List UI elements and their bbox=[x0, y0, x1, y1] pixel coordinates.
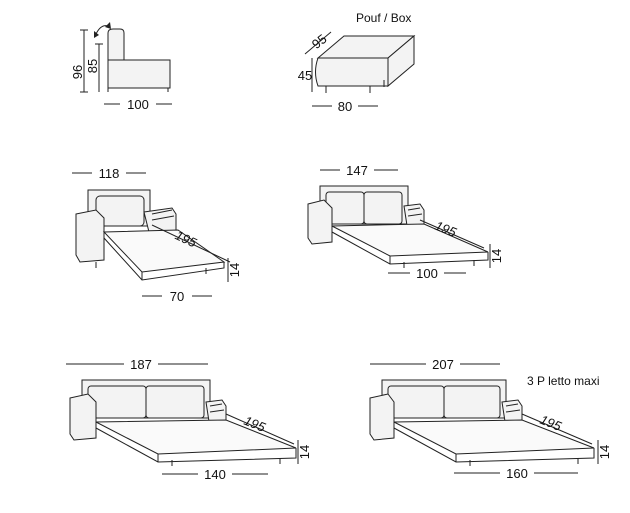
single-height: 14 bbox=[227, 263, 242, 277]
double-mattress: 100 bbox=[416, 266, 438, 281]
double-height: 14 bbox=[489, 249, 504, 263]
sofa-depth: 100 bbox=[127, 97, 149, 112]
sofa-bed-maxi: 207 3 P letto maxi 195 14 160 bbox=[369, 357, 612, 481]
pouf-title: Pouf / Box bbox=[356, 11, 411, 25]
sofa-bed-single: 118 195 14 70 bbox=[72, 166, 242, 304]
maxi-title: 3 P letto maxi bbox=[527, 374, 599, 388]
large-mattress: 140 bbox=[204, 467, 226, 482]
maxi-width: 207 bbox=[432, 357, 454, 372]
large-width: 187 bbox=[130, 357, 152, 372]
pouf-width: 80 bbox=[338, 99, 352, 114]
pouf-box: Pouf / Box 95 45 80 bbox=[298, 11, 416, 114]
maxi-height: 14 bbox=[597, 445, 612, 459]
pouf-height: 45 bbox=[298, 68, 312, 83]
single-mattress: 70 bbox=[170, 289, 184, 304]
maxi-mattress: 160 bbox=[506, 466, 528, 481]
double-width: 147 bbox=[346, 163, 368, 178]
large-height: 14 bbox=[297, 445, 312, 459]
sofa-height-total: 96 bbox=[70, 65, 85, 79]
single-width: 118 bbox=[99, 166, 120, 181]
sofa-side-view: 96 85 100 bbox=[70, 22, 172, 112]
sofa-bed-large: 187 195 14 140 bbox=[66, 357, 312, 482]
sofa-height-seat: 85 bbox=[85, 59, 100, 73]
sofa-bed-double: 147 195 14 100 bbox=[307, 163, 504, 281]
